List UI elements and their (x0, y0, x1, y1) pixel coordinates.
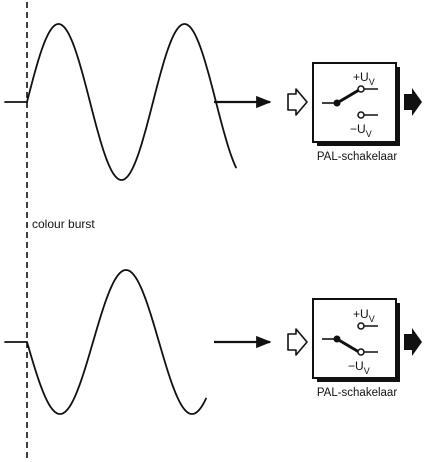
top-switch-plus-contact (357, 85, 365, 93)
burst-label: colour burst (32, 217, 95, 231)
bottom-plus-voltage-label: +UV (353, 307, 375, 324)
top-plus-voltage-label: +UV (353, 70, 375, 87)
bottom-switch-name: PAL-schakelaar (317, 387, 397, 399)
top-switch-name: PAL-schakelaar (317, 151, 397, 163)
bottom-row: +UV −UV PAL-schakelaar (4, 269, 422, 415)
bottom-minus-voltage-label: −UV (348, 359, 370, 376)
top-input-hollow-arrow-icon (287, 88, 308, 116)
bottom-switch-block: +UV −UV PAL-schakelaar (287, 298, 422, 399)
top-row: +UV −UV PAL-schakelaar (4, 23, 422, 181)
bottom-waveform (4, 269, 207, 415)
bottom-switch-minus-contact (357, 348, 365, 356)
bottom-switch-lever (336, 337, 360, 354)
top-output-solid-arrow-icon (404, 88, 422, 116)
top-switch-block: +UV −UV PAL-schakelaar (287, 62, 422, 163)
bottom-input-hollow-arrow-icon (287, 328, 308, 356)
top-waveform (4, 23, 237, 181)
bottom-switch-plus-contact (357, 322, 365, 330)
top-switch-lever (336, 88, 360, 105)
top-switch-minus-contact (357, 111, 365, 119)
bottom-output-solid-arrow-icon (404, 328, 422, 356)
top-minus-voltage-label: −UV (350, 122, 372, 139)
